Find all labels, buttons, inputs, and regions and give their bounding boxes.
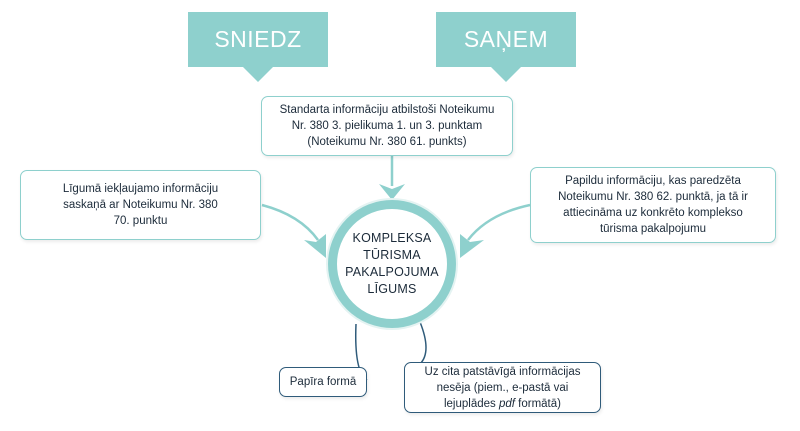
banner-provides-label: SNIEDZ: [214, 26, 302, 52]
contract-info-box: Līgumā iekļaujamo informāciju saskaņā ar…: [20, 170, 261, 240]
arrowhead-right: [460, 234, 484, 258]
arrow-left-to-center: [261, 203, 320, 241]
other-medium-text: Uz cita patstāvīgā informācijas nesēja (…: [425, 364, 581, 412]
banner-receives: SAŅEM: [436, 12, 576, 82]
paper-form-text: Papīra formā: [289, 376, 357, 388]
other-medium-pdf-word: pdf: [498, 397, 515, 410]
center-contract-title: KOMPLEKSA TŪRISMA PAKALPOJUMA LĪGUMS: [345, 231, 439, 296]
other-medium-line-3: lejuplādes pdf formātā): [425, 396, 581, 412]
center-contract-circle: KOMPLEKSA TŪRISMA PAKALPOJUMA LĪGUMS: [328, 200, 456, 328]
arrowhead-left: [304, 234, 326, 258]
additional-info-box: Papildu informāciju, kas paredzēta Notei…: [530, 167, 776, 243]
standard-info-box: Standarta informāciju atbilstoši Noteiku…: [261, 96, 513, 156]
additional-info-text: Papildu informāciju, kas paredzēta Notei…: [558, 175, 748, 235]
paper-form-box: Papīra formā: [279, 367, 367, 397]
other-medium-line-3-pre: lejuplādes: [443, 397, 499, 410]
banner-provides: SNIEDZ: [188, 12, 328, 82]
arrow-right-to-center: [467, 203, 531, 241]
other-medium-line-2: nesēja (piem., e-pastā vai: [436, 381, 569, 394]
arrowhead-top: [379, 184, 405, 200]
connector-center-to-other: [419, 321, 427, 365]
standard-info-text: Standarta informāciju atbilstoši Noteiku…: [279, 104, 495, 148]
other-medium-box: Uz cita patstāvīgā informācijas nesēja (…: [404, 362, 601, 413]
other-medium-line-1: Uz cita patstāvīgā informācijas: [424, 365, 581, 378]
banner-receives-label: SAŅEM: [463, 26, 549, 52]
other-medium-line-3-post: formātā): [514, 397, 561, 410]
contract-info-text: Līgumā iekļaujamo informāciju saskaņā ar…: [62, 183, 219, 227]
